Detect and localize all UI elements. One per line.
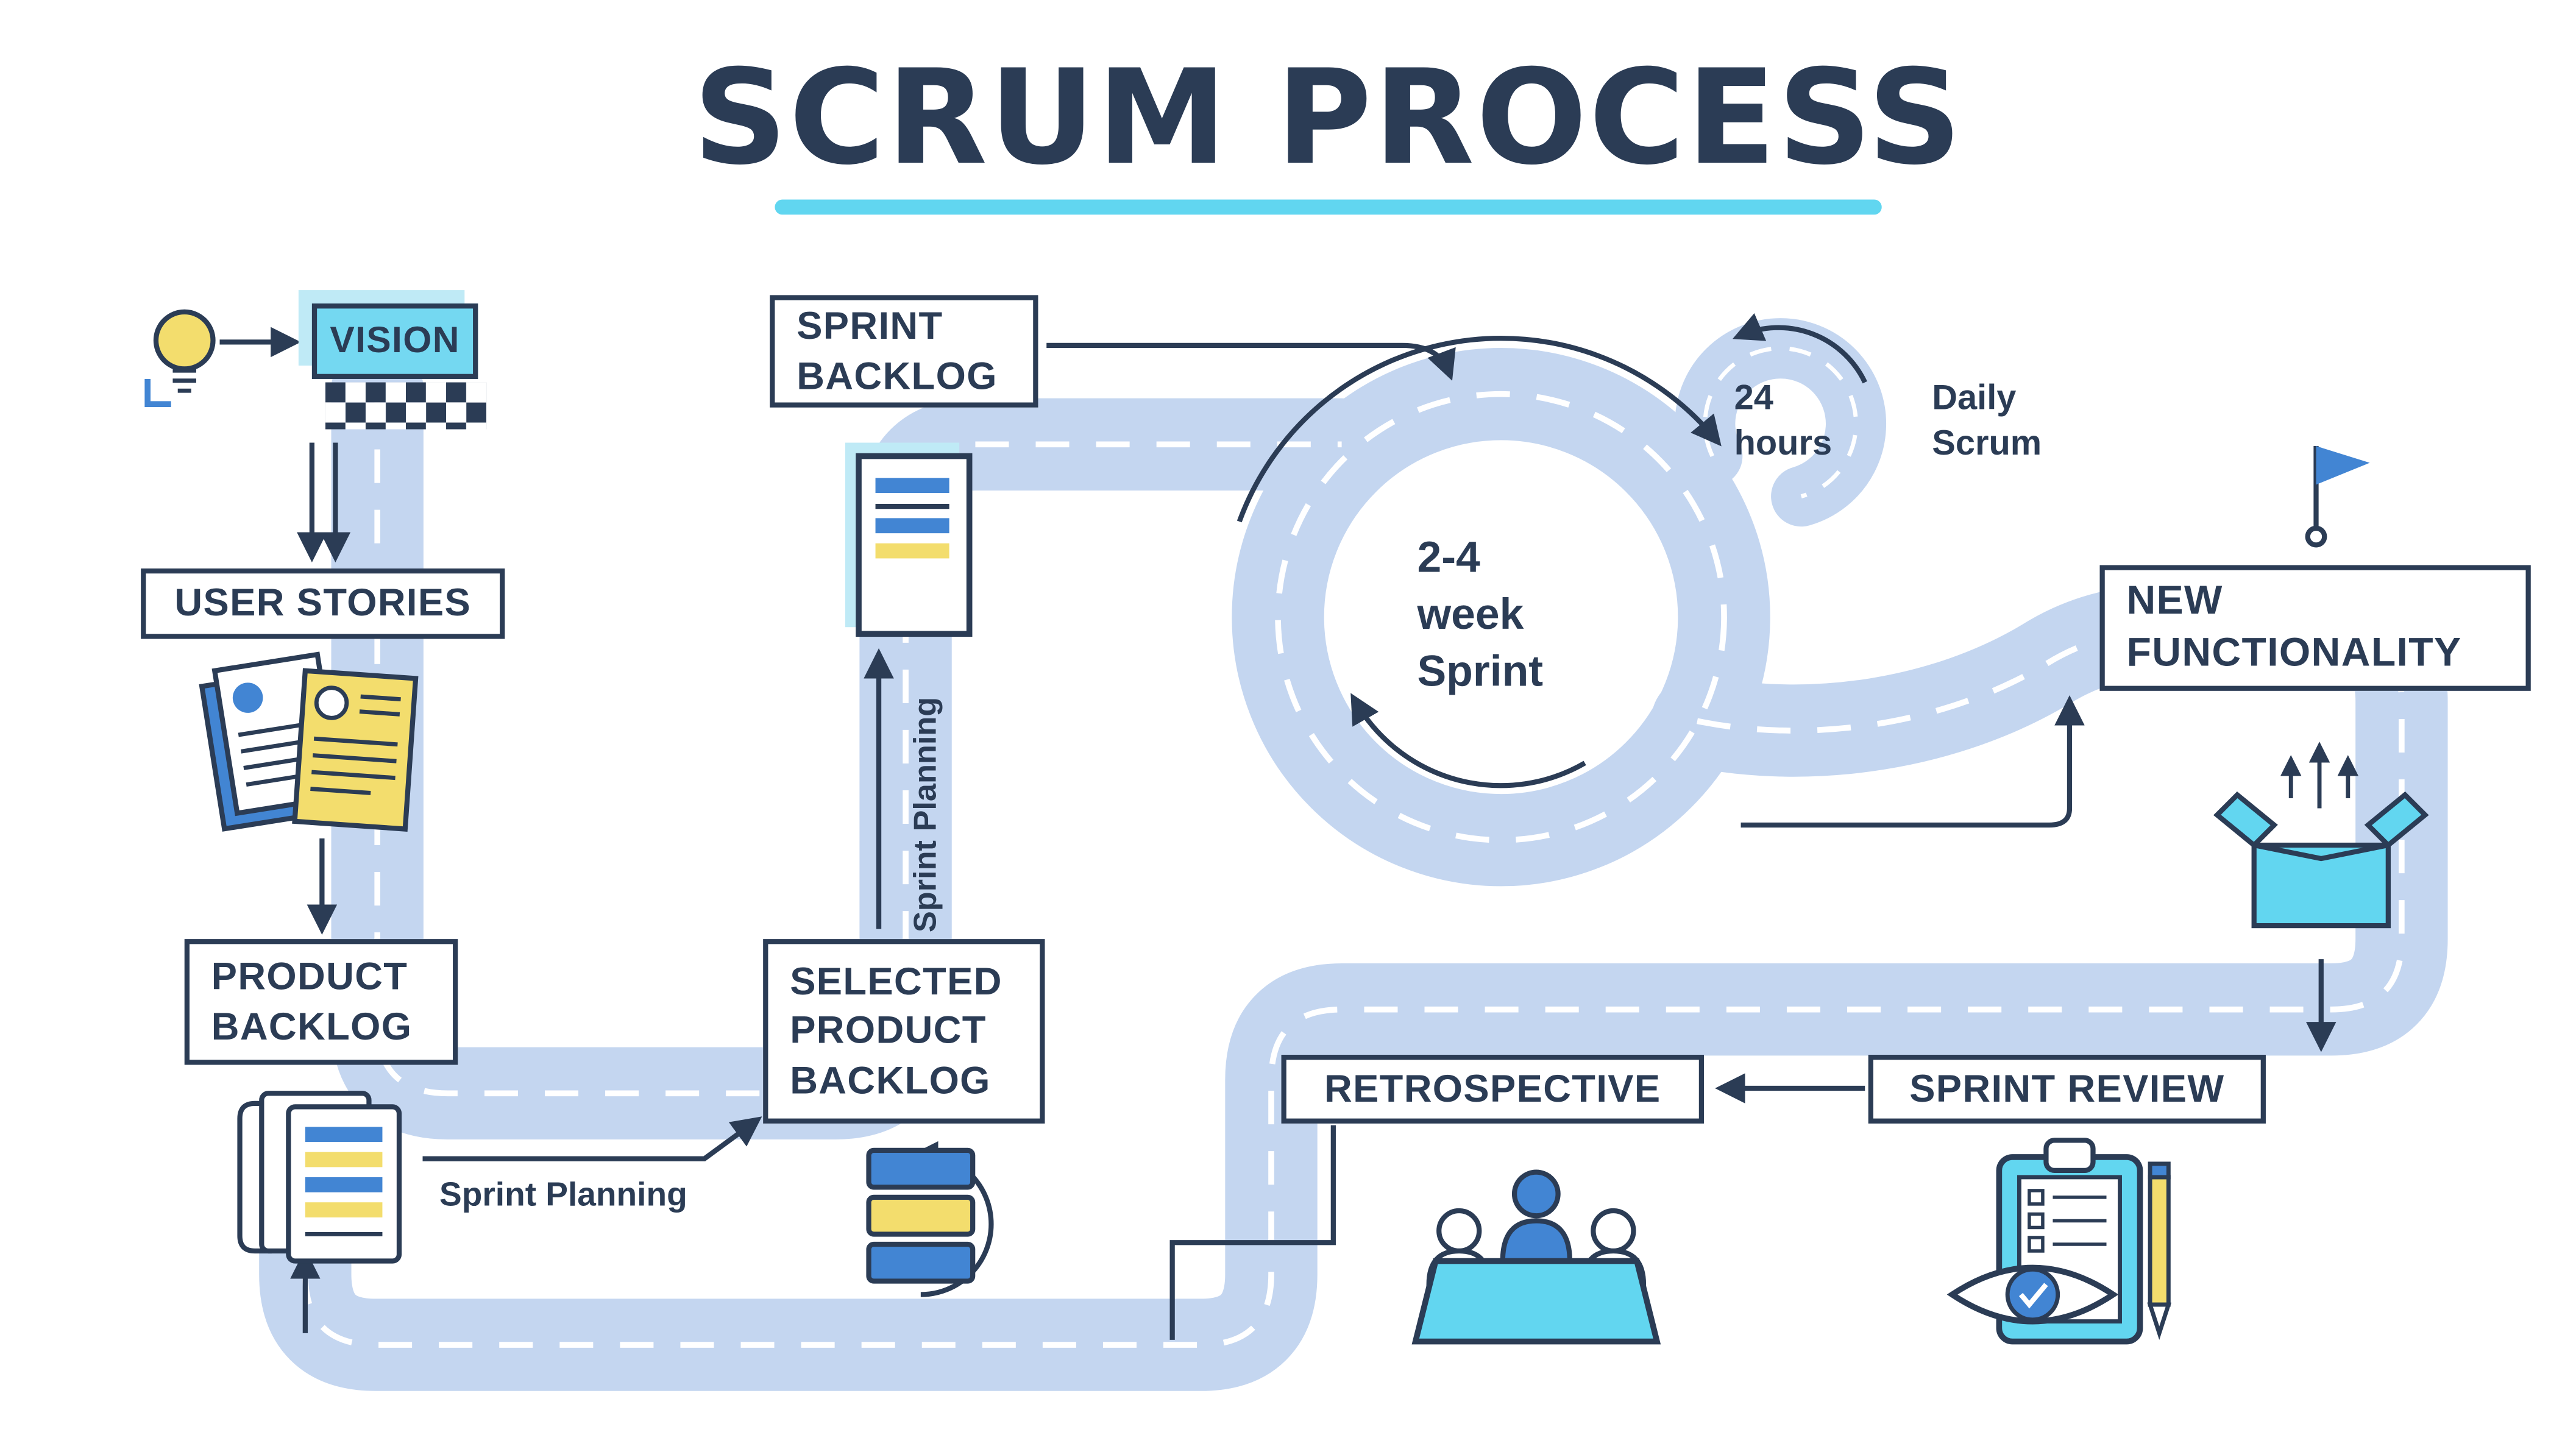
- road-centerline-circle: [1275, 391, 1727, 843]
- backlog-documents-icon: [237, 1091, 402, 1264]
- road-centerline-daily-loop: [1703, 346, 1858, 498]
- label-sprint-duration: 2-4 week Sprint: [1417, 531, 1544, 695]
- label-sprint-planning-vertical: Sprint Planning: [909, 696, 945, 933]
- page-title: SCRUM PROCESS: [693, 43, 1964, 195]
- line-retrospective-return: [1169, 1125, 1336, 1340]
- eye-icon: [1946, 1264, 2119, 1325]
- flow-arrows: [219, 313, 2336, 1340]
- node-retrospective: RETROSPECTIVE: [1281, 1055, 1705, 1124]
- flag-icon: [2305, 446, 2370, 548]
- node-selected-product-backlog: SELECTED PRODUCT BACKLOG: [763, 939, 1045, 1124]
- lightbulb-icon: [144, 309, 216, 408]
- node-new-functionality: NEW FUNCTIONALITY: [2099, 565, 2531, 691]
- title-underline: [775, 199, 1882, 215]
- review-clipboard-icon: [1946, 1138, 2172, 1345]
- node-sprint-review: SPRINT REVIEW: [1868, 1055, 2266, 1124]
- arrow-daily-scrum-loop: [1732, 313, 1867, 384]
- user-story-cards-icon: [199, 651, 419, 832]
- node-product-backlog: PRODUCT BACKLOG: [184, 939, 458, 1065]
- arrow-sprint-cycle-outer: [1237, 336, 1722, 523]
- node-user-stories: USER STORIES: [141, 568, 505, 639]
- arrow-backlog-to-sprint: [1046, 342, 1456, 381]
- arrow-to-new-functionality: [1740, 695, 2085, 828]
- package-icon: [2213, 742, 2429, 929]
- node-vision: VISION: [311, 303, 478, 379]
- checkered-flag-icon: [325, 382, 487, 430]
- arrow-sprint-cycle-inner: [1350, 693, 1586, 788]
- selected-backlog-stack-icon: [866, 1141, 994, 1297]
- node-sprint-backlog: SPRINT BACKLOG: [770, 295, 1038, 408]
- arrow-sprint-planning-horizontal: [422, 1116, 762, 1161]
- pencil-icon: [2147, 1161, 2172, 1341]
- label-sprint-planning: Sprint Planning: [439, 1177, 687, 1214]
- label-daily-scrum: Daily Scrum: [1932, 378, 2042, 464]
- sprint-backlog-document-icon: [845, 442, 973, 637]
- retrospective-meeting-icon: [1411, 1169, 1661, 1345]
- label-24-hours: 24 hours: [1734, 378, 1833, 464]
- road-centerline-right: [302, 627, 2405, 1348]
